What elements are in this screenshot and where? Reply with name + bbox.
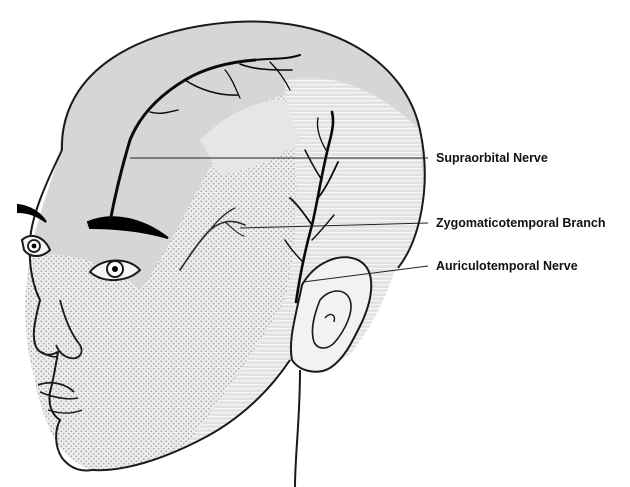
supraorbital-nerve-label: Supraorbital Nerve bbox=[436, 151, 548, 165]
zygomaticotemporal-branch-label: Zygomaticotemporal Branch bbox=[436, 216, 605, 230]
auriculotemporal-nerve-label: Auriculotemporal Nerve bbox=[436, 259, 578, 273]
head-outline bbox=[0, 21, 430, 487]
